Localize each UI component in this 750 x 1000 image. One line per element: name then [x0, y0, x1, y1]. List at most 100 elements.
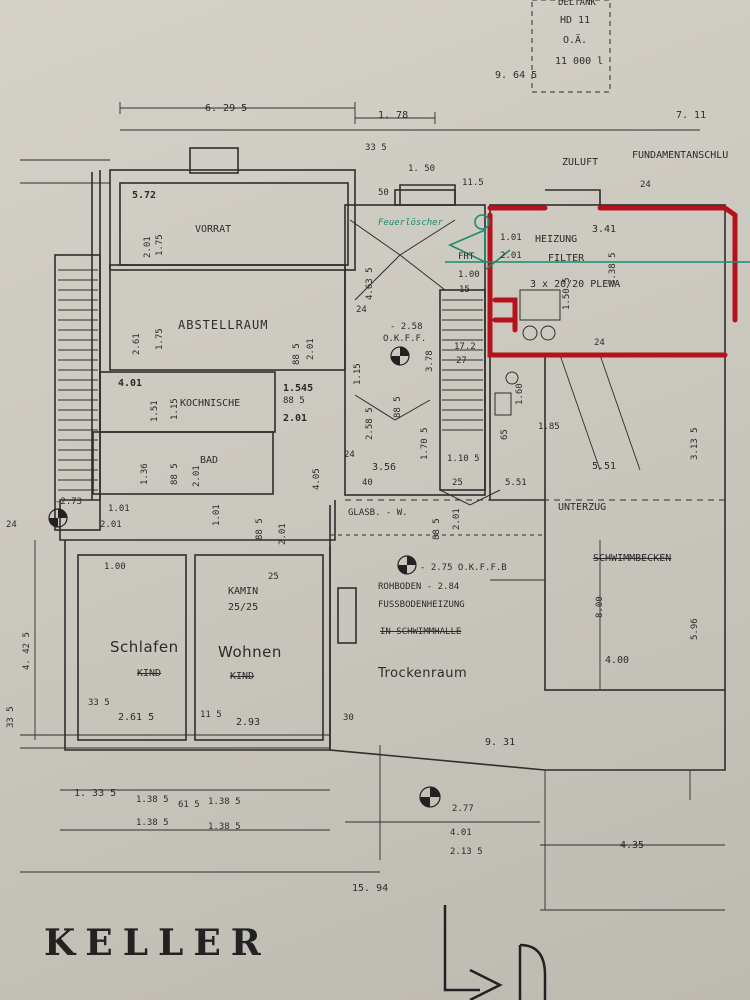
- dim-label: 5.51: [592, 461, 617, 472]
- dim-label: 24: [356, 305, 367, 315]
- room-kochnische: KOCHNISCHE: [180, 398, 241, 409]
- dim-label: 1. 50: [408, 164, 436, 174]
- label-okff-stair: - 2.58: [390, 322, 423, 332]
- room-kamin: KAMIN: [228, 586, 259, 597]
- north-arrow: [443, 905, 547, 1000]
- room-wohnen-crossed: KIND: [230, 671, 255, 682]
- dim-label: 4.35: [620, 840, 645, 851]
- room-wohnen: Wohnen: [218, 643, 282, 661]
- dim-label: 33 5: [365, 143, 387, 153]
- dim-label: 65: [500, 429, 510, 440]
- staircase-left: [54, 254, 101, 531]
- dim-label: 3.38 5: [608, 252, 618, 285]
- dim-label: 15: [459, 285, 470, 295]
- dim-label: 24: [344, 450, 355, 460]
- dim-label: 1.38 5: [208, 822, 241, 832]
- dim-label: 1.51: [150, 400, 160, 422]
- level-marker-bottom: [419, 786, 441, 808]
- room-trockenraum: Trockenraum: [378, 666, 468, 681]
- dim-label: 4.01: [450, 828, 472, 838]
- dim-label: 1. 78: [378, 110, 409, 121]
- dim-label: 40: [362, 478, 373, 488]
- dim-label: 2.01: [500, 251, 522, 261]
- dim-label: 88 5: [432, 518, 442, 540]
- dim-label: 2.61: [132, 333, 142, 355]
- dim-label: 50: [378, 188, 389, 198]
- room-schlafen-crossed: KIND: [137, 668, 162, 679]
- dim-label: 1.10 5: [447, 454, 480, 464]
- label-zuluft: ZULUFT: [562, 157, 599, 168]
- dim-label: 3.41: [592, 224, 617, 235]
- dim-label: 2.13 5: [450, 847, 483, 857]
- dim-label: 11 5: [200, 710, 222, 720]
- dim-label: 88 5: [292, 343, 302, 365]
- dim-label: 1. 33 5: [74, 788, 117, 799]
- green-markup: [445, 214, 750, 271]
- dim-label: 1.01: [108, 504, 130, 514]
- wall-wohnen: [194, 554, 324, 741]
- dim-label: 7. 11: [676, 110, 707, 121]
- label-fundament: FUNDAMENTANSCHLU: [632, 150, 729, 161]
- room-kamin-size: 25/25: [228, 602, 259, 613]
- room-heizung: HEIZUNG: [535, 234, 578, 245]
- dim-label: 24: [594, 338, 605, 348]
- dim-label: 4.63 5: [365, 267, 375, 300]
- dim-label: 1.545: [283, 383, 314, 394]
- dim-label: 88 5: [393, 396, 403, 418]
- room-filter: FILTER: [548, 253, 585, 264]
- dim-label: 1.75: [155, 234, 165, 256]
- dim-label: 3.56: [372, 462, 397, 473]
- dim-label: 1.38 5: [136, 795, 169, 805]
- dim-label: 1.15: [170, 398, 180, 420]
- dim-label: 1.38 5: [136, 818, 169, 828]
- label-fht: FHT: [458, 252, 475, 262]
- sheet-title: KELLER: [44, 922, 271, 964]
- dim-label: 61 5: [178, 800, 200, 810]
- dim-label: 9. 64 5: [495, 70, 538, 81]
- dim-label: 24: [6, 520, 17, 530]
- dim-label: 25: [452, 478, 463, 488]
- wall-bad: [92, 431, 274, 495]
- tank-label-1: DELTANK: [558, 0, 596, 8]
- dim-label: 27: [456, 356, 467, 366]
- label-in-schwimmhalle: IN SCHWIMMHALLE: [380, 627, 462, 637]
- room-abstellraum: ABSTELLRAUM: [178, 318, 269, 332]
- label-marker-bottom: 2.77: [452, 804, 474, 814]
- dim-label: 88 5: [283, 396, 305, 406]
- level-markers: [48, 346, 441, 808]
- tank-label-2: HD 11: [560, 15, 591, 26]
- dim-label: 2.01: [192, 465, 202, 487]
- dim-label: 2.58 5: [365, 407, 375, 440]
- room-bad: BAD: [200, 455, 219, 466]
- label-marker-left: -2.73: [55, 497, 83, 507]
- dim-label: 1.38 5: [208, 797, 241, 807]
- dim-label: 11.5: [462, 178, 484, 188]
- dim-label: 1.36: [140, 463, 150, 485]
- dim-label: 2.01: [283, 413, 308, 424]
- tank-label-4: 11 000 l: [555, 56, 604, 67]
- dim-label: 5.72: [132, 190, 157, 201]
- dim-label: 9. 31: [485, 737, 516, 748]
- dim-label: 4. 42 5: [22, 632, 32, 670]
- dim-label: 2.01: [306, 338, 316, 360]
- tank-box: [531, 0, 611, 93]
- dim-label: 4.01: [118, 378, 143, 389]
- dim-label: 1.00: [104, 562, 126, 572]
- dim-label: 4.05: [312, 468, 322, 490]
- dim-label: 3.78: [425, 350, 435, 372]
- dim-label: 2.93: [236, 717, 261, 728]
- dim-label: 30: [343, 713, 354, 723]
- label-okff-stair-b: O.K.F.F.: [383, 334, 427, 344]
- dim-label: 33 5: [6, 706, 16, 728]
- label-glasb: GLASB. - W.: [348, 508, 408, 518]
- label-fussbodenheizung: FUSSBODENHEIZUNG: [378, 600, 465, 610]
- dim-label: 1.60: [515, 383, 525, 405]
- dim-label: 1.01: [212, 504, 222, 526]
- dim-label: 15. 94: [352, 883, 389, 894]
- dim-label: 1.15: [353, 363, 363, 385]
- label-unterzug: UNTERZUG: [558, 502, 607, 513]
- tank-label-3: O.Ä.: [563, 35, 588, 46]
- stair-center: [439, 289, 486, 491]
